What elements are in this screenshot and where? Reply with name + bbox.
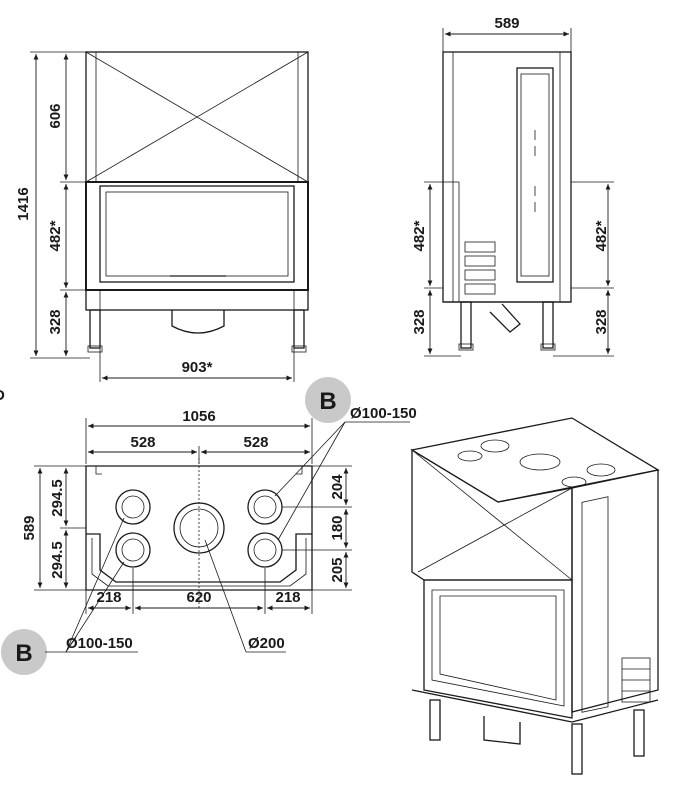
top-depth-label: 589 [21,515,38,540]
top-bottom-right-label: 218 [275,589,300,606]
top-bottom-left-label: 218 [96,589,121,606]
front-legs-height-label: 328 [47,309,64,334]
top-right-lower-label: 205 [329,557,346,582]
front-door-width-label: 903* [182,359,213,376]
top-half-left-label: 528 [130,434,155,451]
callout-b-bottom-diameter: Ø100-150 [66,635,133,652]
front-view: 1416 606 482* 328 903* [15,51,309,382]
top-depth-lower-label: 294.5 [49,541,66,579]
isometric-view [410,417,660,775]
side-legs-height-left-label: 328 [411,309,428,334]
side-door-height-right-label: 482* [593,220,610,251]
side-legs-height-right-label: 328 [593,309,610,334]
edge-marker: D [0,387,5,404]
top-opening-lower-right [247,532,283,568]
front-top-height-label: 606 [47,103,64,128]
side-view: 589 482* [411,15,614,357]
front-total-height-label: 1416 [15,187,32,220]
top-depth-upper-label: 294.5 [49,479,66,517]
top-width-label: 1056 [182,408,215,425]
center-diameter-label: Ø200 [248,635,285,652]
callout-b-bottom-letter: B [15,640,32,667]
top-right-upper-label: 204 [329,474,346,500]
callout-b-top-diameter: Ø100-150 [350,405,417,422]
top-half-right-label: 528 [243,434,268,451]
top-right-middle-label: 180 [329,515,346,540]
side-depth-label: 589 [494,15,519,32]
top-bottom-middle-label: 620 [186,589,211,606]
front-door-height-label: 482* [47,220,64,251]
top-view: 1056 528 528 589 [1,377,417,675]
callout-b-top-letter: B [319,388,336,415]
callout-b-top-bubble [305,377,351,423]
side-door-height-left-label: 482* [411,220,428,251]
top-opening-lower-left [115,532,151,568]
callout-b-bottom-bubble [1,629,47,675]
top-opening-upper-right [247,489,283,525]
top-opening-upper-left [115,489,151,525]
